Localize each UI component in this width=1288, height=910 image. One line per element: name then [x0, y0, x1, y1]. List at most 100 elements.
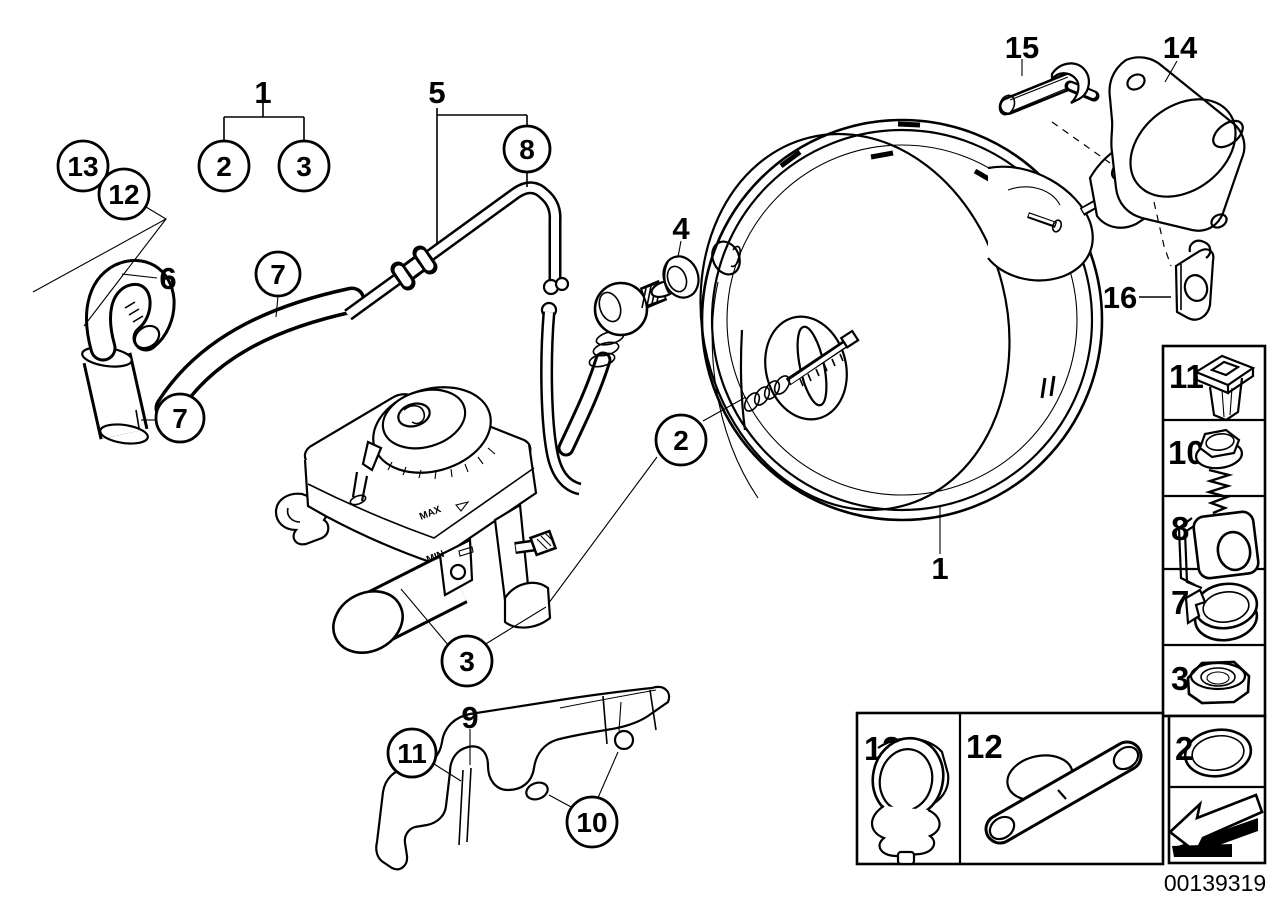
callout-11-circle[interactable]	[386, 727, 438, 779]
booster-inner-ring	[726, 144, 1078, 496]
callout-10-text[interactable]: 10	[576, 807, 607, 838]
diagram-part-number: 00139319	[1164, 870, 1266, 896]
callout-12-circle[interactable]	[97, 167, 151, 221]
legend-cell-12[interactable]: 12	[966, 728, 1143, 845]
clamp-icon-band-inner	[1202, 591, 1250, 623]
rear-stud-core	[1028, 213, 1056, 226]
callout-3-mc[interactable]: 3	[440, 634, 494, 688]
callout-6-label[interactable]: 6	[159, 261, 176, 296]
callout-2b-circle[interactable]	[654, 413, 708, 467]
rear-stud-cap	[1051, 219, 1063, 233]
pin-ribs	[1009, 76, 1071, 112]
callout-7u-text[interactable]: 7	[270, 259, 286, 290]
face-echo-line	[711, 281, 759, 499]
clip-16-hole	[1183, 274, 1209, 302]
vacuum-pipe-5-drawing	[344, 181, 582, 496]
legend-7-num: 7	[1171, 584, 1189, 621]
stud-threads	[799, 353, 844, 387]
callout-11-text[interactable]: 11	[397, 738, 427, 769]
grommet-icon-face	[1192, 510, 1260, 580]
callout-8-circle[interactable]	[502, 124, 552, 174]
rim-tick	[1040, 377, 1047, 399]
hose-7-core	[158, 290, 362, 418]
legend-3-num: 3	[1171, 660, 1189, 697]
oring-icon-inner	[1191, 734, 1245, 772]
legend-cell-8[interactable]: 8	[1171, 510, 1260, 590]
callout-7l-text[interactable]: 7	[172, 403, 188, 434]
callout-2-circle[interactable]	[197, 139, 251, 193]
bracket12-icon-hole-left	[988, 815, 1016, 841]
pin-body-core	[1001, 73, 1079, 113]
callout-1-group[interactable]: 1 2 3	[197, 75, 331, 193]
spring-coil	[743, 392, 761, 412]
callout-15-label[interactable]: 15	[1005, 30, 1039, 65]
callout-11[interactable]: 11	[386, 727, 438, 779]
hose-7-sleeve-bottom	[99, 423, 149, 445]
legend-cell-7[interactable]: 7	[1171, 580, 1260, 644]
max-triangle-mark	[455, 501, 470, 512]
callouts-layer: 1 2 3 13 12 6 7 7 5 8 4	[56, 30, 1198, 849]
legend-11-num: 11	[1169, 358, 1204, 395]
legend-cell-3[interactable]: 3	[1171, 660, 1251, 705]
legend-column: 11 10 8 7	[1161, 344, 1267, 865]
leader-2	[547, 396, 747, 605]
callout-1-label[interactable]: 1	[254, 75, 271, 110]
legend-cell-13[interactable]: 13	[864, 730, 951, 866]
callout-2-text[interactable]: 2	[216, 151, 232, 182]
bracket12-icon-notch	[1057, 789, 1067, 800]
callout-9-label[interactable]: 9	[461, 700, 478, 735]
callout-3b-circle[interactable]	[440, 634, 494, 688]
callout-7u-circle[interactable]	[254, 250, 302, 298]
pin-end	[998, 94, 1016, 116]
legend-bottom-box: 13 12	[855, 711, 1165, 866]
rivet-icon-hole	[1209, 360, 1241, 377]
rim-dash	[779, 149, 802, 169]
leader-10	[548, 751, 619, 809]
oring-icon-outer	[1183, 728, 1253, 778]
callout-12-text[interactable]: 12	[108, 179, 139, 210]
grommet-4-drawing	[662, 255, 700, 299]
callout-14-label[interactable]: 14	[1163, 30, 1198, 65]
legend-cell-11[interactable]: 11	[1169, 354, 1256, 422]
leader-11	[433, 763, 462, 782]
callout-3-text[interactable]: 3	[296, 151, 312, 182]
callout-5-label[interactable]: 5	[428, 75, 445, 110]
mc-bracket-hole	[449, 563, 467, 581]
rear-housing-detail	[1007, 186, 1061, 206]
callout-16-label[interactable]: 16	[1103, 280, 1137, 315]
shield-edge-line	[559, 689, 657, 709]
breather-fin	[361, 440, 383, 472]
dashed-leader-pin	[1051, 121, 1111, 164]
pipe-union-collar-core	[394, 265, 412, 287]
clamp-icon-screw-housing	[1184, 588, 1207, 625]
gasket-bolt-hole-bottom	[1210, 213, 1228, 229]
callout-7-lower[interactable]: 7	[154, 392, 206, 444]
stud-shaft-core	[788, 342, 848, 384]
legend-arrow-cell[interactable]	[1167, 793, 1264, 857]
legend-cell-2[interactable]: 2	[1175, 726, 1254, 781]
bracket-1-leader	[223, 103, 305, 142]
hub-housing-line	[739, 329, 747, 431]
callout-13-circle[interactable]	[56, 139, 110, 193]
callout-13[interactable]: 13	[56, 139, 110, 193]
heat-shield-body	[375, 685, 671, 871]
callout-10[interactable]: 10	[565, 795, 619, 849]
callout-13-text[interactable]: 13	[67, 151, 98, 182]
legend-cell-10[interactable]: 10	[1168, 428, 1244, 524]
mc-cylinder-end	[332, 590, 404, 654]
callout-2-mid[interactable]: 2	[654, 413, 708, 467]
callout-1b-label[interactable]: 1	[931, 551, 948, 586]
callout-7-upper[interactable]: 7	[254, 250, 302, 298]
callout-2b-text[interactable]: 2	[673, 425, 689, 456]
breather-tip	[349, 494, 367, 506]
callout-7l-circle[interactable]	[154, 392, 206, 444]
callout-12[interactable]: 12	[97, 167, 151, 221]
cap-center	[397, 402, 431, 428]
callout-4-label[interactable]: 4	[672, 211, 690, 246]
suction-hose-7-drawing	[81, 286, 366, 445]
callout-3-circle[interactable]	[277, 139, 331, 193]
callout-8-text[interactable]: 8	[519, 134, 535, 165]
callout-10-circle[interactable]	[565, 795, 619, 849]
callout-8[interactable]: 8	[502, 124, 552, 174]
callout-3b-text[interactable]: 3	[459, 646, 475, 677]
